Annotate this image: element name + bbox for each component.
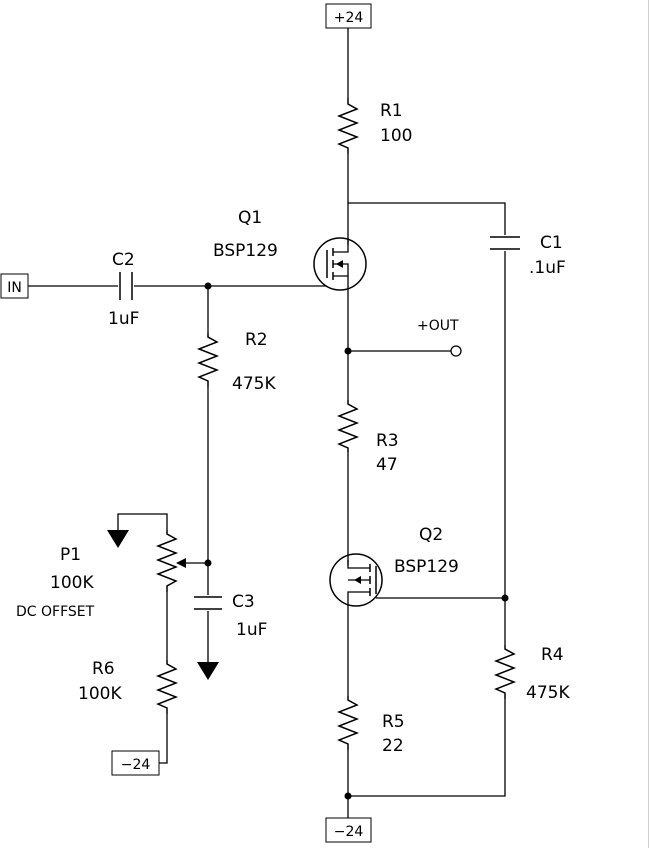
minus24-left-label: −24 [121,757,151,773]
resistor-r5 [336,696,360,750]
r3-ref-label: R3 [376,431,399,451]
mosfet-q2 [329,553,383,607]
ground-symbol-c3 [197,662,219,680]
minus24-bottom-label: −24 [334,824,364,840]
q1-ref-label: Q1 [238,208,262,228]
c3-ref-label: C3 [232,592,255,612]
q1-part-label: BSP129 [213,241,278,261]
p1-value-label: 100K [50,573,94,593]
c1-ref-label: C1 [540,233,563,253]
r1-value-label: 100 [380,126,412,146]
r2-ref-label: R2 [245,330,268,350]
capacitor-c1 [490,236,520,250]
wire [117,513,168,530]
mosfet-q1 [313,237,367,291]
resistor-r6 [155,660,179,714]
r4-value-label: 475K [526,683,570,703]
r5-ref-label: R5 [382,712,405,732]
minus24-terminal-bottom: −24 [325,817,372,843]
output-label: +OUT [417,318,459,334]
c2-ref-label: C2 [112,250,135,270]
output-terminal [450,345,462,357]
input-label: IN [7,280,22,296]
wire [348,202,506,235]
q2-part-label: BSP129 [394,557,459,577]
ground-symbol-p1 [107,530,129,548]
r6-ref-label: R6 [92,659,115,679]
input-terminal: IN [0,273,29,299]
capacitor-c2 [119,272,133,300]
plus24-terminal: +24 [325,3,372,29]
plus24-label: +24 [334,10,364,26]
resistor-r4 [493,645,517,699]
c1-value-label: .1uF [529,258,566,278]
resistor-r1 [336,98,360,154]
r3-value-label: 47 [376,455,398,475]
c3-value-label: 1uF [236,620,267,640]
capacitor-c3 [194,596,222,610]
r1-ref-label: R1 [380,101,403,121]
c2-value-label: 1uF [108,309,139,329]
r4-ref-label: R4 [541,645,564,665]
resistor-r3 [336,400,360,452]
p1-note-label: DC OFFSET [16,604,95,620]
wire [159,714,168,764]
r5-value-label: 22 [382,736,404,756]
minus24-terminal-left: −24 [111,750,160,776]
r6-value-label: 100K [78,684,122,704]
wiper-arrow [176,558,186,568]
q2-ref-label: Q2 [419,525,443,545]
potentiometer-p1 [155,530,179,592]
resistor-r2 [196,333,220,387]
r2-value-label: 475K [232,374,276,394]
p1-ref-label: P1 [60,545,81,565]
wire [348,699,506,797]
